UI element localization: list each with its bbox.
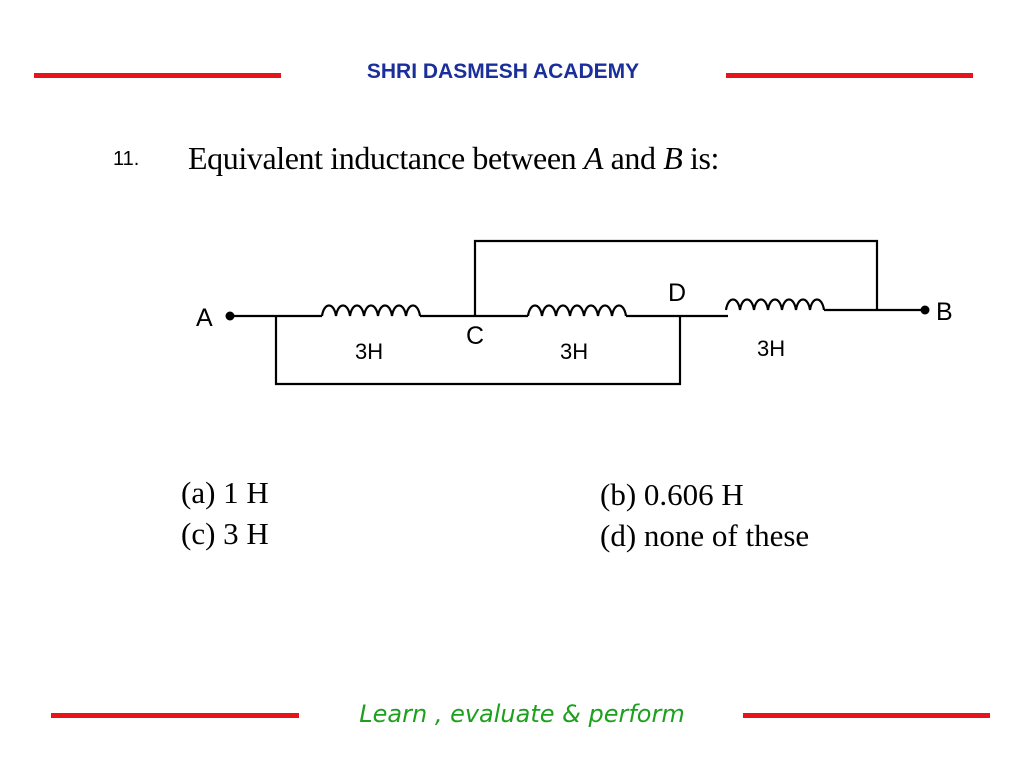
question-point-a: A [583, 140, 604, 176]
terminal-b-dot [920, 305, 930, 315]
inductor-value-2: 3H [560, 339, 588, 364]
inductor-value-1: 3H [355, 339, 383, 364]
footer-rule-right [743, 713, 990, 718]
option-d: (d) none of these [600, 518, 810, 553]
option-c: (c) 3 H [181, 516, 269, 551]
header-rule-right [726, 73, 973, 78]
wire-bypass-a-d [274, 316, 682, 386]
question-number: 11. [113, 148, 140, 170]
question-text: Equivalent inductance between A and B is… [188, 140, 720, 176]
node-label-d: D [668, 279, 686, 307]
terminal-a-dot [225, 311, 235, 321]
inductor-coil-3 [724, 298, 826, 311]
wire-bypass-c-b [473, 239, 879, 316]
option-b: (b) 0.606 H [600, 477, 744, 512]
footer-tagline: Learn , evaluate & perform [359, 700, 685, 728]
node-label-b: B [936, 298, 953, 326]
node-label-c: C [466, 322, 484, 350]
inductor-value-3: 3H [757, 336, 785, 361]
question-point-b: B [663, 140, 683, 176]
header-title: SHRI DASMESH ACADEMY [366, 60, 640, 83]
option-a: (a) 1 H [181, 475, 269, 510]
footer-rule-left [51, 713, 299, 718]
inductor-coil-2 [526, 304, 628, 317]
node-label-a: A [196, 304, 213, 332]
header-rule-left [34, 73, 281, 78]
inductor-coil-1 [320, 304, 422, 317]
